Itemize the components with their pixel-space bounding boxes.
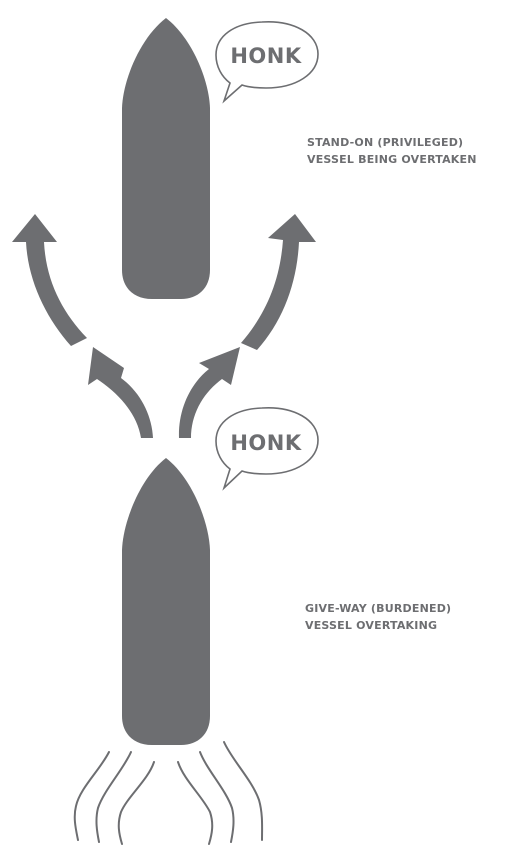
inner-left-arrow-icon — [88, 347, 153, 438]
give-way-honk-text: HONK — [230, 431, 302, 455]
stand-on-honk-text: HONK — [230, 44, 302, 68]
stand-on-speech-bubble-icon: HONK — [216, 22, 318, 101]
give-way-label-line2: VESSEL OVERTAKING — [305, 617, 451, 634]
give-way-speech-bubble-icon: HONK — [216, 408, 318, 488]
give-way-vessel-icon — [122, 458, 210, 745]
outer-left-arrow-icon — [12, 214, 87, 346]
stand-on-label-line1: STAND-ON (PRIVILEGED) — [307, 134, 477, 151]
stand-on-label-line2: VESSEL BEING OVERTAKEN — [307, 151, 477, 168]
stand-on-vessel-label: STAND-ON (PRIVILEGED) VESSEL BEING OVERT… — [307, 134, 477, 168]
outer-right-arrow-icon — [241, 214, 316, 350]
stand-on-vessel-icon — [122, 18, 210, 299]
wake-lines-icon — [75, 742, 262, 844]
give-way-label-line1: GIVE-WAY (BURDENED) — [305, 600, 451, 617]
give-way-vessel-label: GIVE-WAY (BURDENED) VESSEL OVERTAKING — [305, 600, 451, 634]
